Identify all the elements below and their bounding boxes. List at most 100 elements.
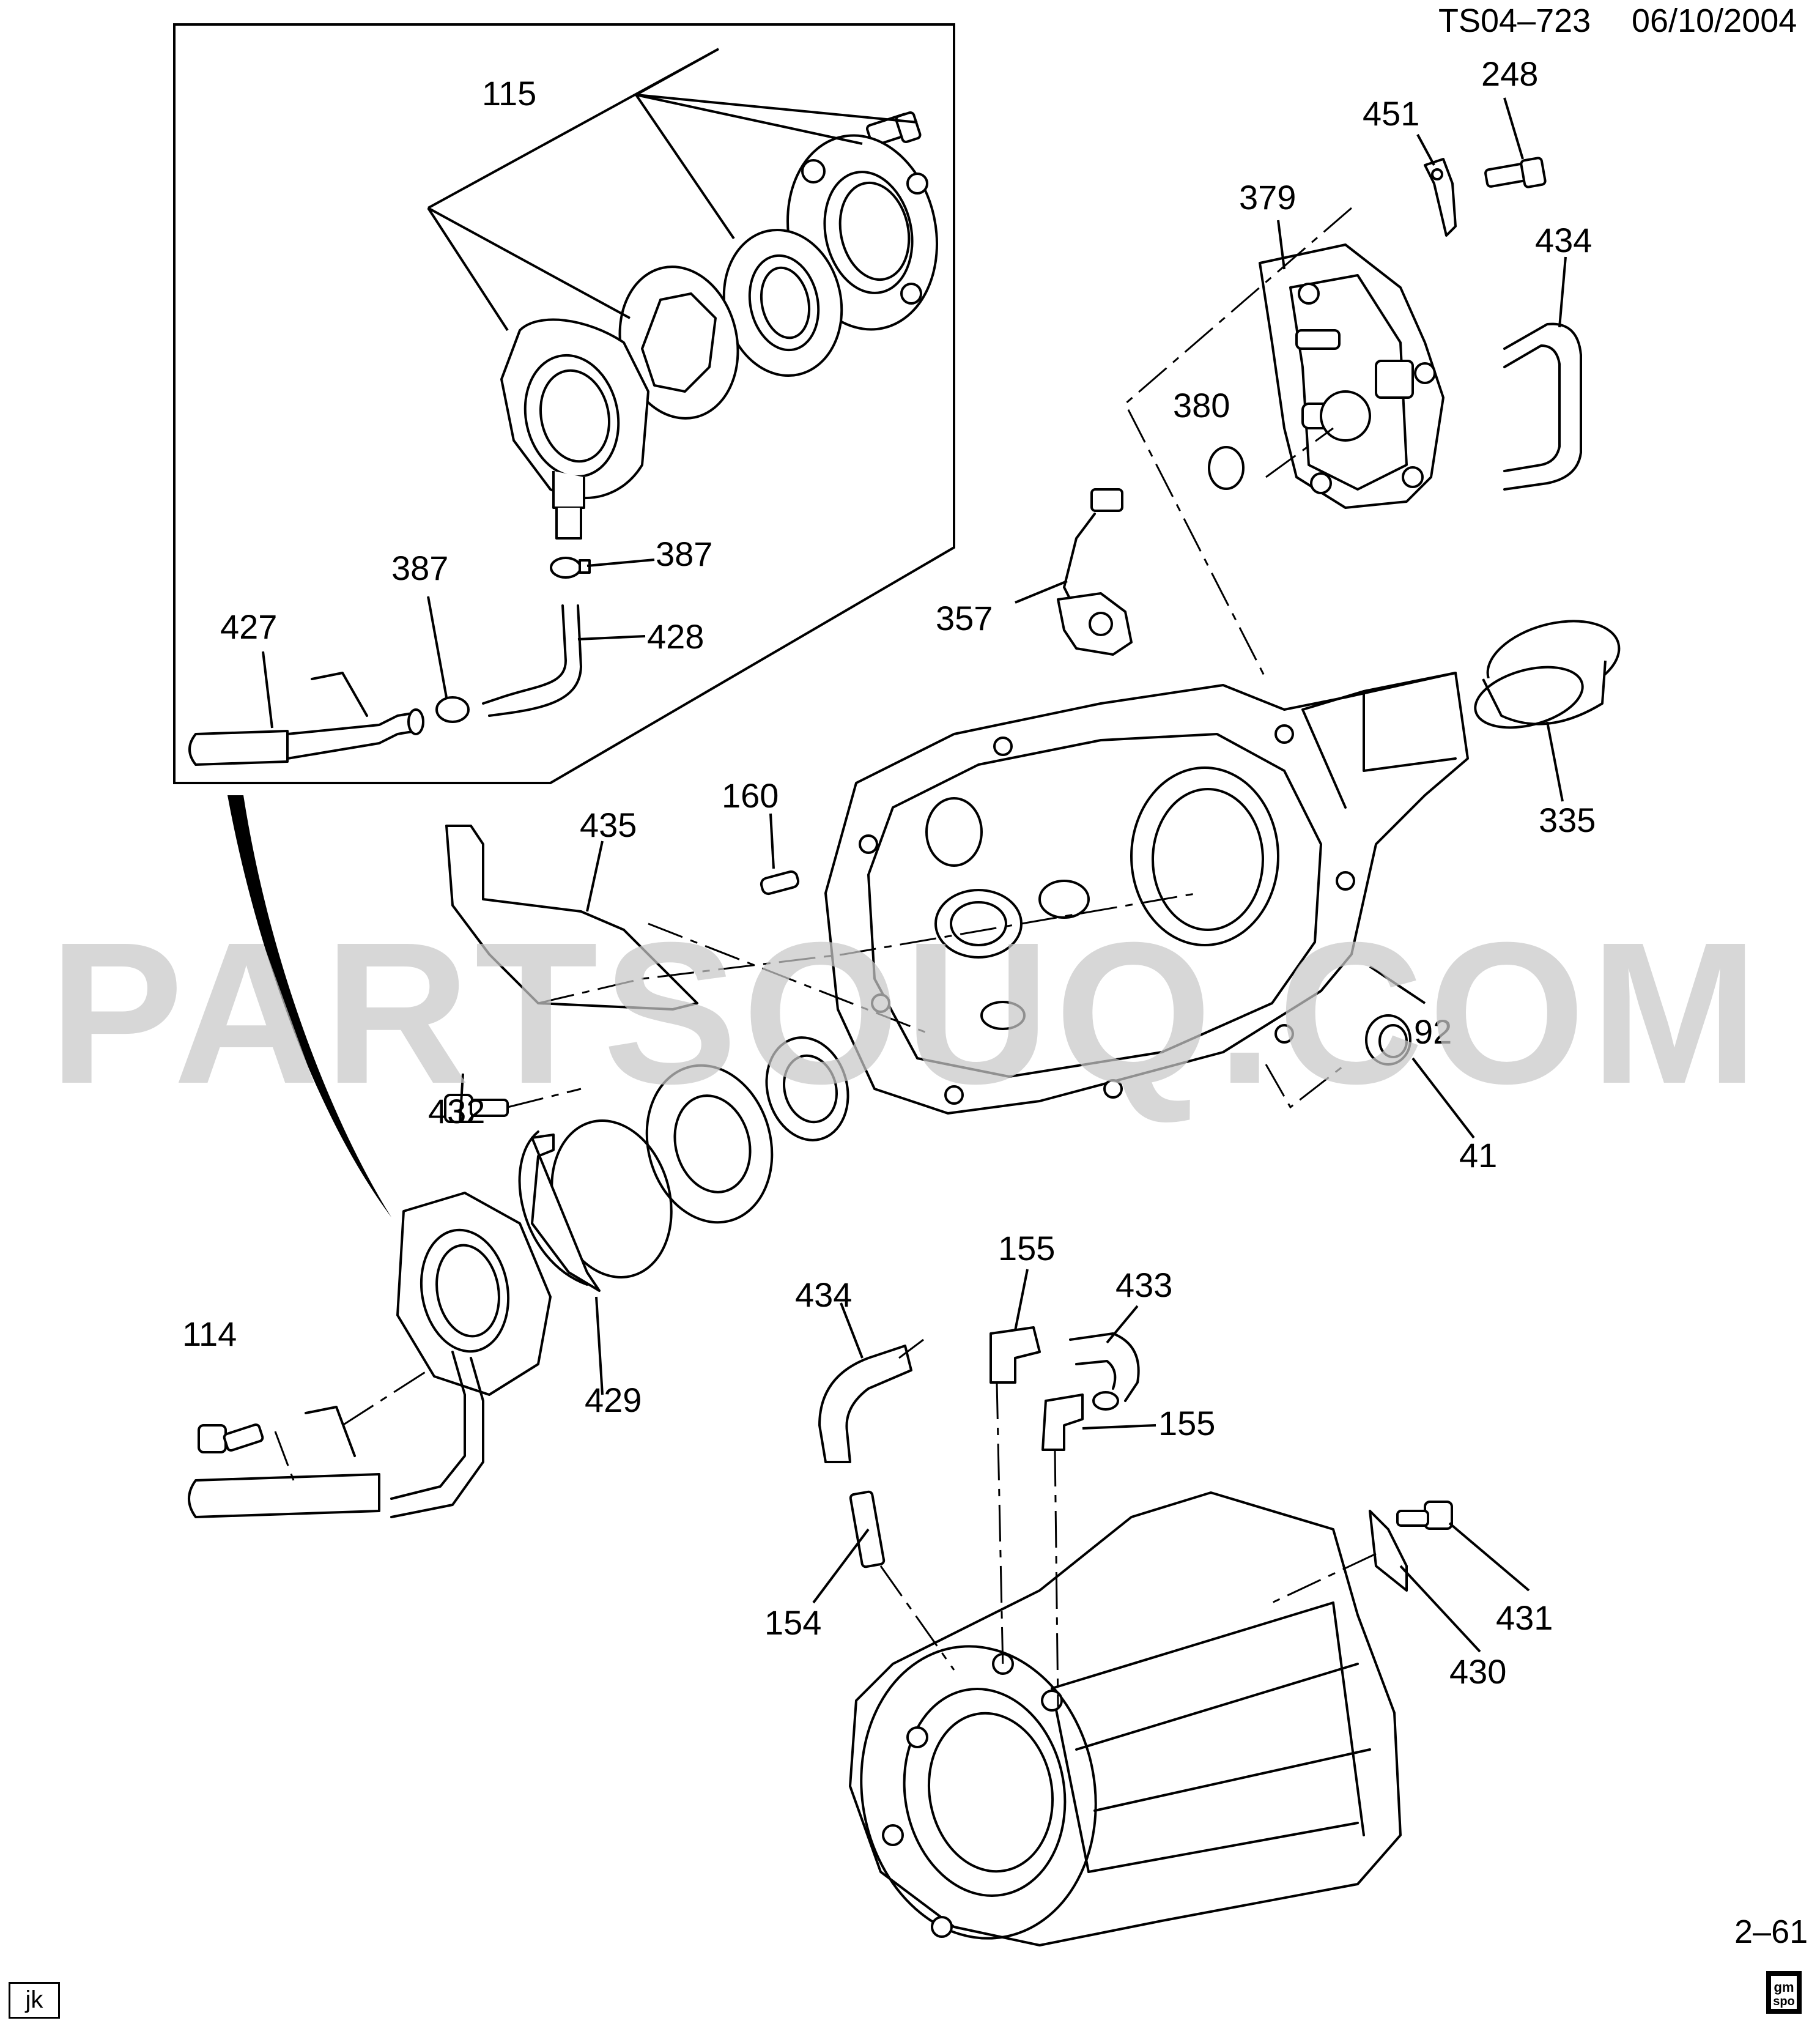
inset-hose-428-outline-b [488,604,582,717]
alignment-line-d [538,892,1199,1004]
callout-41: 41 [1459,1136,1497,1174]
inset-detail-frame [173,23,955,784]
leader-155-lower [1082,1424,1156,1430]
callout-115: 115 [482,74,536,113]
callout-429: 429 [585,1381,642,1419]
retainer-429 [518,1130,588,1286]
lower-left-housing [188,1192,552,1518]
callout-154: 154 [764,1603,821,1642]
leader-433 [1106,1305,1139,1344]
dowel-pin-160 [760,870,800,896]
callout-335: 335 [1539,801,1596,839]
leader-160 [769,813,775,869]
logo-line1: gm [1774,1980,1794,1995]
inset-leader-115b [635,94,863,145]
callout-380: 380 [1173,386,1230,425]
leader-428 [577,635,646,640]
logo-line2: spo [1773,1995,1795,2008]
alignment-line-i [996,1382,1004,1671]
callout-114: 114 [182,1315,237,1353]
callout-155-lower: 155 [1158,1404,1215,1442]
inset-clamp-left [435,696,470,723]
sensor-357 [1057,488,1133,656]
bolt-114 [198,1423,264,1453]
gear-bearing-group [531,1036,849,1292]
callout-431: 431 [1496,1598,1553,1637]
leader-434-lower [840,1302,864,1359]
alignment-line-c [648,922,930,1035]
leader-451 [1416,134,1435,166]
leader-432 [459,1073,464,1123]
bracket-451 [1424,158,1457,237]
shield-435 [445,825,698,1011]
hose-434-upper [1503,322,1582,491]
gm-spo-logo: gm spo [1766,1971,1802,2014]
callout-433: 433 [1115,1266,1172,1304]
callout-387-left: 387 [391,549,448,587]
shift-motor-379 [1259,243,1445,509]
leader-429 [595,1296,604,1395]
alignment-line-e [507,1088,582,1108]
alignment-line-f [1265,1063,1346,1109]
leader-379 [1277,220,1285,270]
callout-428: 428 [647,617,704,656]
inset-housing [500,318,649,540]
callout-430: 430 [1449,1652,1506,1691]
callout-451: 451 [1363,94,1419,133]
seal-41 [1365,1014,1411,1066]
leader-41 [1411,1057,1475,1139]
alignment-line-h [879,1565,955,1671]
callout-160: 160 [722,776,779,815]
leader-431 [1448,1522,1530,1592]
callout-387-right: 387 [656,535,712,573]
alignment-line-b [1265,427,1334,478]
drawing-id: TS04–723 [1438,2,1591,39]
leader-435 [586,840,604,912]
callout-432: 432 [428,1092,485,1130]
callout-379: 379 [1239,178,1296,217]
callout-248: 248 [1481,54,1538,93]
hose-434-lower [818,1345,912,1463]
callout-92: 92 [1414,1012,1452,1051]
inset-hose-428-outline-a [482,604,567,705]
bolt-432 [444,1094,509,1123]
watermark: PARTSOUQ.COM [49,900,1763,1126]
callout-435: 435 [580,806,637,844]
housing-92 [824,672,1469,1115]
page-number: 2–61 [1734,1913,1808,1950]
alignment-line-g [274,1369,429,1481]
o-ring-380 [1208,446,1245,490]
elbow-155-upper [990,1326,1041,1384]
leader-387b [427,596,448,698]
callout-427: 427 [220,607,277,646]
callout-434-upper: 434 [1535,221,1592,259]
hose-433 [1069,1332,1140,1411]
lower-case [849,1491,1402,1946]
elbow-155-lower [1041,1393,1084,1451]
corner-tag: jk [9,1982,60,2019]
inset-clamp [550,557,591,579]
leader-335 [1546,721,1564,802]
seal-335 [1474,620,1621,729]
leader-427 [262,651,273,729]
drawing-date: 06/10/2004 [1632,2,1797,39]
leader-357 [1015,580,1068,604]
leader-154 [812,1528,870,1604]
leader-248 [1503,97,1524,160]
callout-434-lower: 434 [795,1275,852,1314]
leader-387a [586,558,655,567]
leader-434-upper [1558,256,1567,328]
inset-tube-427 [188,672,424,766]
alignment-line-j [1054,1449,1059,1707]
plate-430 [1369,1510,1408,1592]
alignment-line-l [898,1338,924,1359]
callout-357: 357 [936,599,993,637]
bolt-248 [1484,157,1547,188]
bolt-431 [1396,1501,1453,1530]
alignment-line-a [1124,207,1352,680]
callout-155-upper: 155 [998,1229,1055,1267]
leader-430 [1399,1565,1481,1653]
leader-92 [1369,965,1426,1004]
